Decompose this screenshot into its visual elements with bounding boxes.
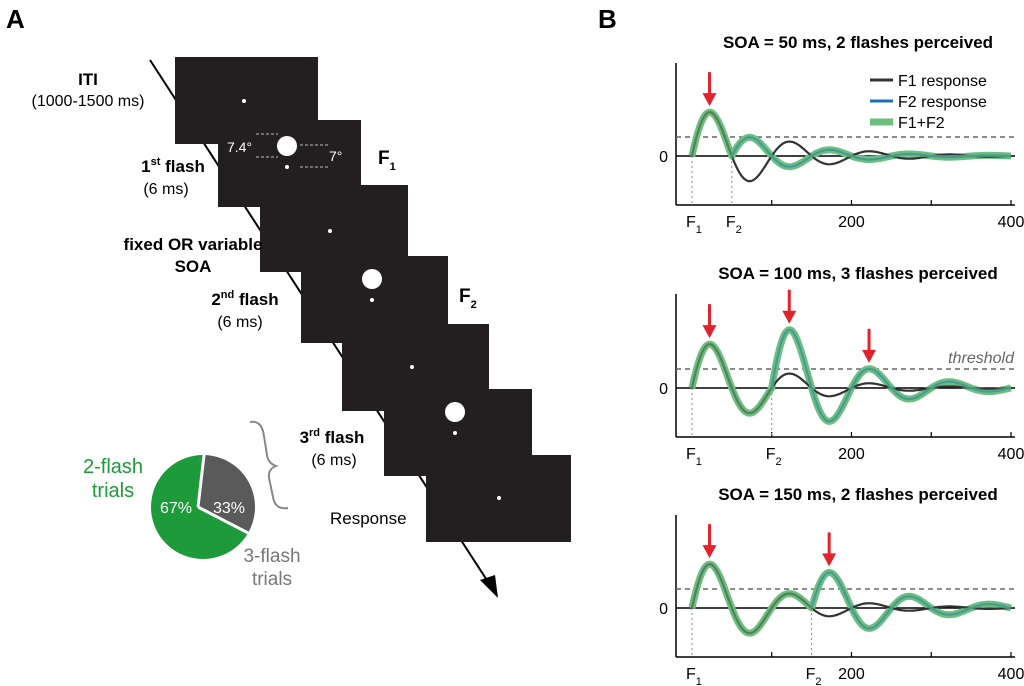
fixation-dot: [242, 99, 246, 103]
pie-label-67: 67%: [160, 500, 192, 517]
iti-duration: (1000-1500 ms): [32, 93, 145, 110]
x-tick-label-400: 400: [998, 666, 1024, 683]
onset-label: F1: [686, 666, 702, 686]
arrow-down-icon: [702, 545, 717, 559]
zero-tick-label: 0: [659, 601, 668, 618]
pie-slice-2-flash: [151, 455, 249, 559]
angle-label-small: 7°: [329, 148, 342, 164]
fixation-dot: [328, 229, 332, 233]
soa-label-line2: SOA: [175, 257, 212, 276]
zero-tick-label: 0: [659, 149, 668, 166]
arrow-down-icon: [702, 93, 717, 107]
x-tick-label-200: 200: [838, 666, 865, 683]
onset-label: F2: [766, 446, 782, 468]
onset-label: F2: [806, 666, 822, 686]
onset-label: F1: [686, 446, 702, 468]
bracket-icon: [249, 420, 289, 510]
flash-disk: [362, 269, 382, 289]
fixation-dot: [453, 431, 457, 435]
x-tick-label-400: 400: [998, 446, 1024, 463]
onset-label: F1: [686, 214, 702, 236]
plot-soa-100: SOA = 100 ms, 3 flashes perceived 0 200 400…: [659, 264, 1024, 468]
panel-b-label: B: [598, 4, 617, 34]
soa-label-line1: fixed OR variable: [124, 235, 263, 254]
arrow-down-icon: [862, 349, 877, 363]
flash1-duration: (6 ms): [143, 181, 188, 198]
two-flash-trials-label-line1: 2-flash: [83, 456, 143, 478]
pie-label-33: 33%: [213, 500, 245, 517]
flash3-label: 3rd flash: [300, 427, 365, 447]
plot-title: SOA = 150 ms, 2 flashes perceived: [718, 485, 998, 504]
flash-disk: [445, 402, 465, 422]
legend-label: F1+F2: [898, 115, 945, 132]
angle-label-large: 7.4°: [227, 139, 252, 155]
onset-label: F2: [726, 214, 742, 236]
three-flash-trials-label-line1: 3-flash: [243, 546, 300, 567]
flash1-label: 1st flash: [141, 156, 205, 176]
flash3-duration: (6 ms): [311, 452, 356, 469]
x-tick-label-400: 400: [998, 214, 1024, 231]
pie-separator: [197, 505, 249, 535]
x-tick-label-200: 200: [838, 214, 865, 231]
x-tick-label-200: 200: [838, 446, 865, 463]
stimulus-screens: 7.4° 7°: [175, 57, 571, 542]
f2-label: F2: [459, 286, 477, 311]
arrow-down-icon: [702, 325, 717, 339]
two-flash-trials-label-line2: trials: [92, 480, 134, 502]
arrow-down-icon: [782, 310, 797, 324]
plot-soa-150: SOA = 150 ms, 2 flashes perceived 0 200 400…: [659, 485, 1024, 686]
legend-label: F1 response: [898, 73, 987, 90]
iti-title: ITI: [78, 70, 98, 89]
flash-disk: [277, 136, 297, 156]
legend-label: F2 response: [898, 94, 987, 111]
threshold-label: threshold: [948, 350, 1015, 367]
three-flash-trials-label-line2: trials: [252, 569, 292, 590]
zero-tick-label: 0: [659, 381, 668, 398]
panel-a-label: A: [6, 4, 25, 34]
sum-curve-overlay: [690, 110, 1012, 169]
arrow-down-icon: [822, 553, 837, 567]
plot-soa-50: SOA = 50 ms, 2 flashes perceived 0 200 400 F…: [659, 33, 1024, 236]
fixation-dot: [285, 165, 289, 169]
flash2-label: 2nd flash: [211, 289, 278, 309]
flash2-duration: (6 ms): [217, 314, 262, 331]
fixation-dot: [410, 365, 414, 369]
fixation-dot: [370, 298, 374, 302]
f1-label: F1: [378, 148, 396, 173]
sum-curve-overlay: [690, 327, 1012, 424]
plot-title: SOA = 100 ms, 3 flashes perceived: [718, 264, 998, 283]
pie-chart: 67% 33%: [151, 454, 256, 559]
plot-title: SOA = 50 ms, 2 flashes perceived: [723, 33, 993, 52]
pie-separator: [196, 454, 206, 508]
sum-curve-overlay: [690, 562, 1012, 636]
response-label: Response: [330, 509, 407, 528]
timeline-arrowhead-icon: [480, 575, 498, 598]
fixation-dot: [497, 496, 501, 500]
